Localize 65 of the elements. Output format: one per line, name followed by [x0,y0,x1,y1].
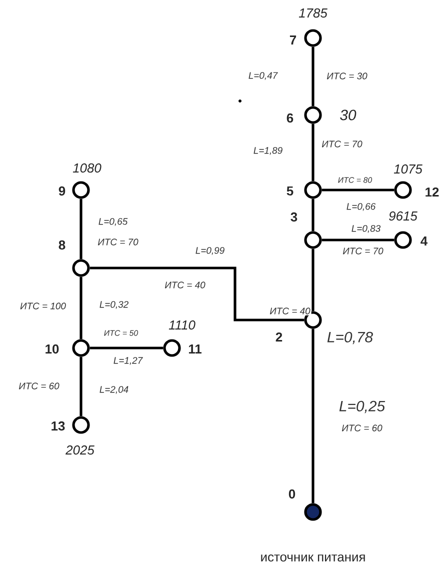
capacity-label: ИТС = 60 [18,382,60,390]
edge-label: L=0,32 [98,300,130,310]
edge-label: L=0,66 [345,202,377,212]
load-value: 1080 [72,163,102,173]
junction-circle [72,416,90,434]
capacity-label: ИТС = 100 [19,302,67,310]
line [80,356,82,416]
line [90,346,164,350]
edge-label: L=0,99 [194,246,226,256]
edge-label: L=2,04 [98,385,130,395]
line [312,46,314,106]
capacity-label: ИТС = 60 [340,424,384,432]
node-number: 3 [290,212,298,222]
line [312,198,314,232]
edge-label: L=0,47 [247,71,279,81]
node-number: 13 [52,421,65,431]
edge-label: L=1,27 [112,356,144,366]
capacity-label: ИТС = 30 [326,72,368,80]
node-number: 0 [288,489,296,499]
junction-circle [394,231,412,249]
junction-circle [304,29,322,47]
line [90,266,304,322]
load-value: 30 [340,110,356,120]
junction-circle [163,339,181,357]
junction-circle [394,181,412,199]
line [312,248,314,312]
junction-circle [72,259,90,277]
edge-label: L=0,78 [326,330,374,346]
junction-circle [72,339,90,357]
line [80,276,82,340]
load-value: 9615 [389,211,418,221]
node-number: 8 [58,240,66,250]
capacity-label: ИТС = 70 [96,238,140,246]
line [312,328,314,504]
junction-circle [72,181,90,199]
capacity-label: ИТС = 70 [320,140,364,148]
edge-label: L=0,25 [338,400,386,414]
junction-circle [304,106,322,124]
line [322,238,394,242]
node-number: 11 [188,344,202,354]
load-value: 1075 [394,164,422,174]
edge-label: L=0,65 [97,217,129,227]
load-value: 1110 [168,320,196,330]
node-number: 7 [290,36,296,44]
node-number: 6 [286,113,294,123]
load-value: 1785 [298,8,328,18]
junction-circle [304,231,322,249]
junction-circle [304,181,322,199]
source-label: источник питания [261,554,365,562]
node-number: 2 [276,332,282,342]
node-number: 10 [46,344,59,354]
node-number: 12 [426,187,439,197]
capacity-label: ИТС = 40 [268,306,312,316]
line [80,198,82,260]
line [322,188,394,192]
capacity-label: ИТС = 70 [342,246,384,256]
node-number: 5 [286,186,294,196]
source-dot [304,503,322,521]
capacity-label: ИТС = 40 [164,280,206,290]
node-number: 4 [420,236,428,246]
load-value: 2025 [66,445,94,455]
node-number: 9 [58,186,66,196]
edge-label: L=0,83 [350,224,382,234]
edge-label: L=1,89 [252,146,284,156]
line [312,124,314,182]
